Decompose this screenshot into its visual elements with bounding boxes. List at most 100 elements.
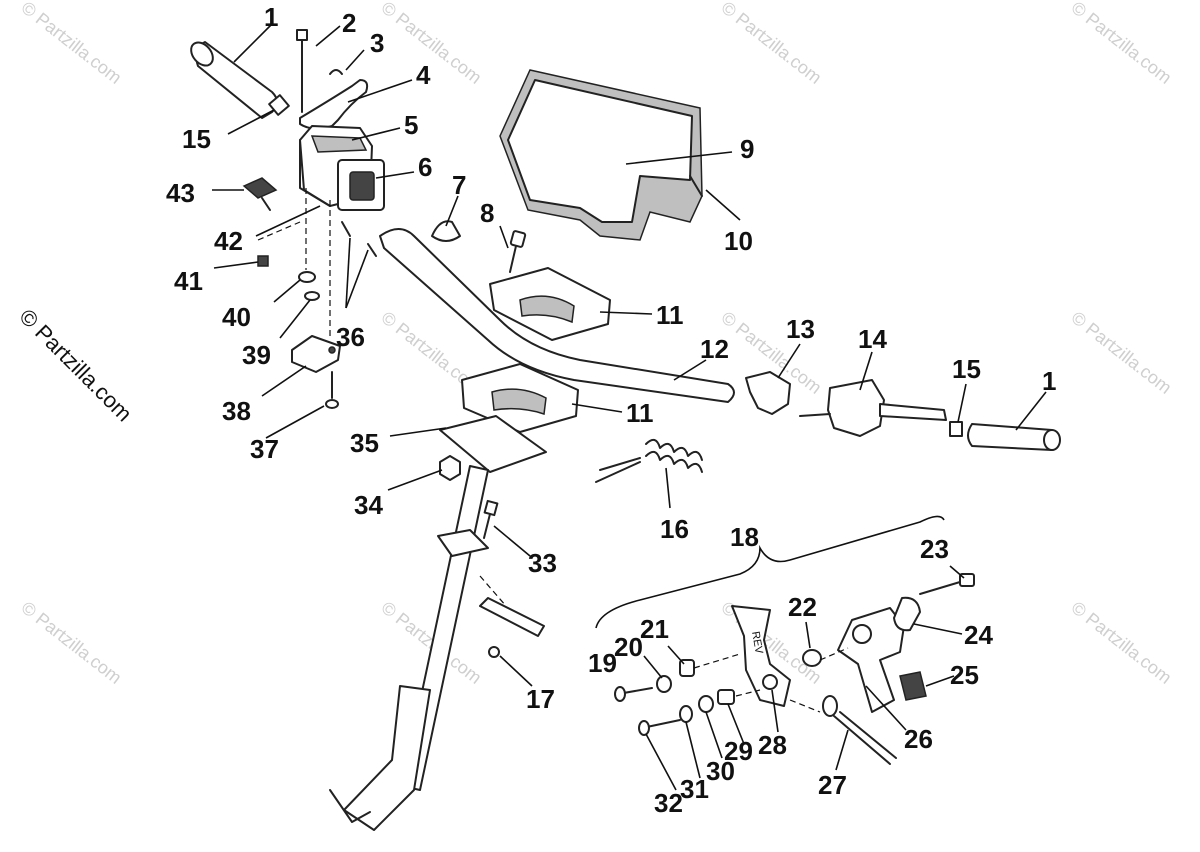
lower-clamp [461,363,579,433]
callout-38: 38 [222,396,251,426]
steering-column [329,465,489,831]
washer-20 [656,675,672,693]
callout-29: 29 [724,736,753,766]
screw-36b [367,243,377,257]
callout-17: 17 [526,684,555,714]
bushing-29 [717,689,735,705]
callout-4: 4 [416,60,431,90]
callout-31: 31 [680,774,709,804]
callout-6: 6 [418,152,432,182]
screw-37 [325,371,339,409]
nut-34 [439,455,461,481]
callout-39: 39 [242,340,271,370]
kill-switch [242,177,278,211]
callout-41: 41 [174,266,203,296]
reverse-lever: REV [731,605,791,707]
bolt-23 [919,573,975,595]
handlebar-pad [499,69,703,241]
watermark: © Partzilla.com [378,0,486,88]
bolt-8 [509,230,527,273]
bolt-33 [483,499,499,539]
watermark: © Partzilla.com [18,597,126,687]
callout-28: 28 [758,730,787,760]
callout-36: 36 [336,322,365,352]
callout-19: 19 [588,648,617,678]
callout-5: 5 [404,110,418,140]
side-watermark: © Partzilla.com [14,304,137,427]
watermark: © Partzilla.com [718,0,826,88]
throttle-lever-4 [299,79,369,130]
left-grip [190,41,278,119]
callout-34: 34 [354,490,383,520]
callout-14: 14 [858,324,887,354]
callout-15-right: 15 [952,354,981,384]
washer-31 [679,705,693,723]
handlebar-12 [379,228,735,403]
nut-41 [257,255,269,267]
brake-master-14 [799,379,947,437]
watermark: © Partzilla.com [1068,307,1176,397]
cover-plate-38 [291,335,341,373]
callout-10: 10 [724,226,753,256]
screw-36a [341,221,351,237]
assembly-guide [257,188,331,340]
screw-32 [638,719,681,736]
callout-8: 8 [480,198,494,228]
callout-33: 33 [528,548,557,578]
callout-30: 30 [706,756,735,786]
callout-35: 35 [350,428,379,458]
leader-lines [212,23,1047,791]
callout-11-lower: 11 [626,398,654,428]
riser-plate-35 [439,415,547,473]
watermark: © Partzilla.com [1068,597,1176,687]
throttle-housing [299,125,385,211]
callout-42: 42 [214,226,243,256]
callout-12: 12 [700,334,729,364]
washer-40 [298,271,316,283]
callout-18: 18 [730,522,759,552]
pin-17 [479,597,545,658]
cable-27 [822,695,897,765]
washer-39 [304,291,320,301]
callout-1-left: 1 [264,2,278,32]
clip-3 [329,69,343,75]
callout-37: 37 [250,434,279,464]
watermark: © Partzilla.com [1068,0,1176,88]
upper-clamp [489,267,611,341]
callout-22: 22 [788,592,817,622]
right-grip [967,423,1061,451]
callout-3: 3 [370,28,384,58]
callout-24: 24 [964,620,993,650]
callout-20: 20 [614,632,643,662]
callout-layer: 1 2 3 4 5 6 7 8 9 10 11 11 12 13 14 15 1… [166,2,1056,818]
callout-43: 43 [166,178,195,208]
washer-30 [698,695,714,713]
callout-16: 16 [660,514,689,544]
callout-1-right: 1 [1042,366,1056,396]
callout-26: 26 [904,724,933,754]
parts-layer: REV [190,29,1061,831]
callout-11-upper: 11 [656,300,684,330]
callout-40: 40 [222,302,251,332]
assembly-brace-18 [595,515,945,629]
clip-7 [431,220,461,242]
callout-25: 25 [950,660,979,690]
pivot-bracket [837,596,921,713]
callout-9: 9 [740,134,754,164]
callout-27: 27 [818,770,847,800]
callout-32: 32 [654,788,683,818]
pad-25 [899,671,927,701]
callout-23: 23 [920,534,949,564]
end-plug-right [949,421,963,437]
bolt-2 [296,29,308,113]
brake-bracket-13 [745,371,791,415]
watermark: © Partzilla.com [18,0,126,88]
screw-19 [614,686,653,702]
reverse-lever-marking: REV [749,630,765,655]
spring-16 [595,438,703,483]
assembly-guide-lower [479,575,849,713]
callout-7: 7 [452,170,466,200]
callout-2: 2 [342,8,356,38]
callout-15-left: 15 [182,124,211,154]
